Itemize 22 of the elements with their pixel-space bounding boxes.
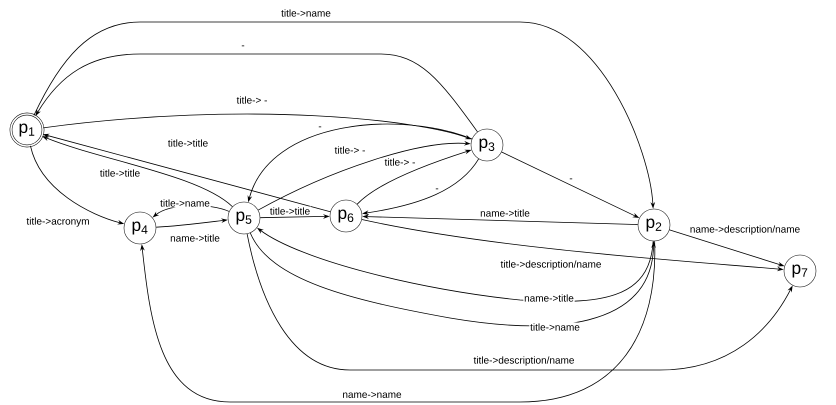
edge-label: title->acronym <box>26 216 90 228</box>
edge-label: title->title <box>269 206 311 216</box>
edge-label: name->name <box>342 391 402 399</box>
edge-label: name->title <box>169 234 221 242</box>
edge-label: title-> - <box>384 158 416 166</box>
edge-label: title-> - <box>334 146 366 154</box>
edge-label: name->title <box>479 208 531 218</box>
edge-label: title->name <box>159 198 211 208</box>
edge-label: title-> - <box>236 96 268 104</box>
edge-label: name->description/name <box>689 224 801 236</box>
edge-label: title->title <box>99 168 141 178</box>
arrow <box>140 240 656 402</box>
edge-label: title->name <box>280 8 332 18</box>
edge-label: title->name <box>529 322 581 332</box>
edge-label: - <box>434 188 440 192</box>
edge-label: title->description/name <box>500 260 602 270</box>
edge-label: name->title <box>523 294 575 302</box>
edge-label: title->title <box>167 138 209 148</box>
edge-label: - <box>318 126 322 130</box>
edge-label: title->description/name <box>472 356 576 366</box>
edge-label: - <box>240 44 246 50</box>
edge-label: - <box>568 178 574 182</box>
